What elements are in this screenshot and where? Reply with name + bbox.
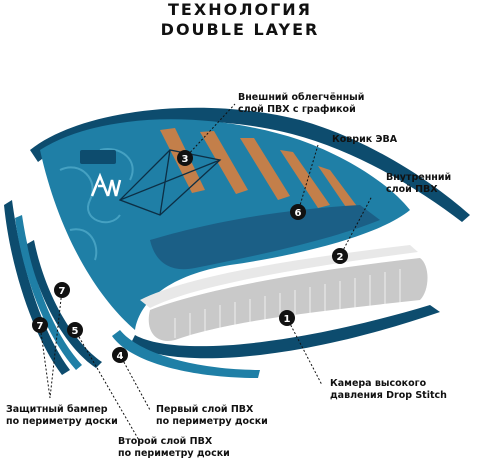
label-drop-stitch: Камера высокого давления Drop Stitch (330, 378, 447, 402)
rail-stripe-2 (15, 215, 82, 370)
marker-4: 4 (112, 347, 128, 363)
label-bumper: Защитный бампер по периметру доски (6, 404, 118, 428)
label-outer-pvc-layer: Внешний облегчённый слой ПВХ с графикой (238, 92, 364, 116)
label-line: Защитный бампер (6, 404, 108, 415)
leader-lines (39, 103, 373, 443)
marker-5: 5 (67, 322, 83, 338)
label-line: по периметру доски (156, 416, 268, 427)
label-line: Первый слой ПВХ (156, 404, 254, 415)
marker-label: 1 (284, 314, 291, 325)
label-line: Внешний облегчённый (238, 92, 365, 103)
eva-pad (150, 205, 380, 270)
rail-stripe (4, 200, 70, 375)
board-graphic-pattern (59, 148, 134, 261)
rail-stripe-3 (27, 240, 102, 368)
label-line: Внутренний (386, 172, 452, 183)
marker-6: 6 (290, 204, 306, 220)
label-line: давления Drop Stitch (330, 390, 447, 401)
label-second-pvc-layer: Второй слой ПВХ по периметру доски (118, 436, 230, 460)
board-bottom (130, 305, 440, 359)
marker-label: 7 (59, 286, 66, 297)
side-layer (112, 330, 260, 378)
marker-3: 3 (177, 150, 193, 166)
marker-1: 1 (279, 310, 295, 326)
brand-logo-icon (80, 150, 122, 197)
marker-7-upper: 7 (54, 282, 70, 298)
label-eva-pad: Коврик ЭВА (332, 134, 397, 146)
outer-rail (30, 107, 470, 222)
marker-label: 6 (295, 208, 302, 219)
marker-label: 5 (72, 326, 79, 337)
bungee-cord (118, 149, 222, 216)
label-inner-pvc-layer: Внутренний слой ПВХ (386, 172, 451, 196)
label-line: по периметру доски (118, 448, 230, 459)
drop-stitch-threads (174, 269, 401, 338)
label-line: по периметру доски (6, 416, 118, 427)
drop-stitch-core (148, 258, 428, 341)
marker-label: 4 (117, 351, 124, 362)
marker-7-lower: 7 (32, 317, 48, 333)
label-line: слой ПВХ с графикой (238, 104, 356, 115)
marker-label: 7 (37, 321, 44, 332)
title-line-1: ТЕХНОЛОГИЯ (168, 0, 312, 19)
inner-pvc-layer (140, 245, 418, 308)
title-line-2: DOUBLE LAYER (160, 20, 320, 39)
marker-2: 2 (332, 248, 348, 264)
label-first-pvc-layer: Первый слой ПВХ по периметру доски (156, 404, 268, 428)
marker-label: 2 (337, 252, 344, 263)
label-line: Камера высокого (330, 378, 427, 389)
label-line: Коврик ЭВА (332, 134, 398, 145)
marker-label: 3 (182, 154, 189, 165)
label-line: Второй слой ПВХ (118, 436, 213, 447)
label-line: слой ПВХ (386, 184, 438, 195)
